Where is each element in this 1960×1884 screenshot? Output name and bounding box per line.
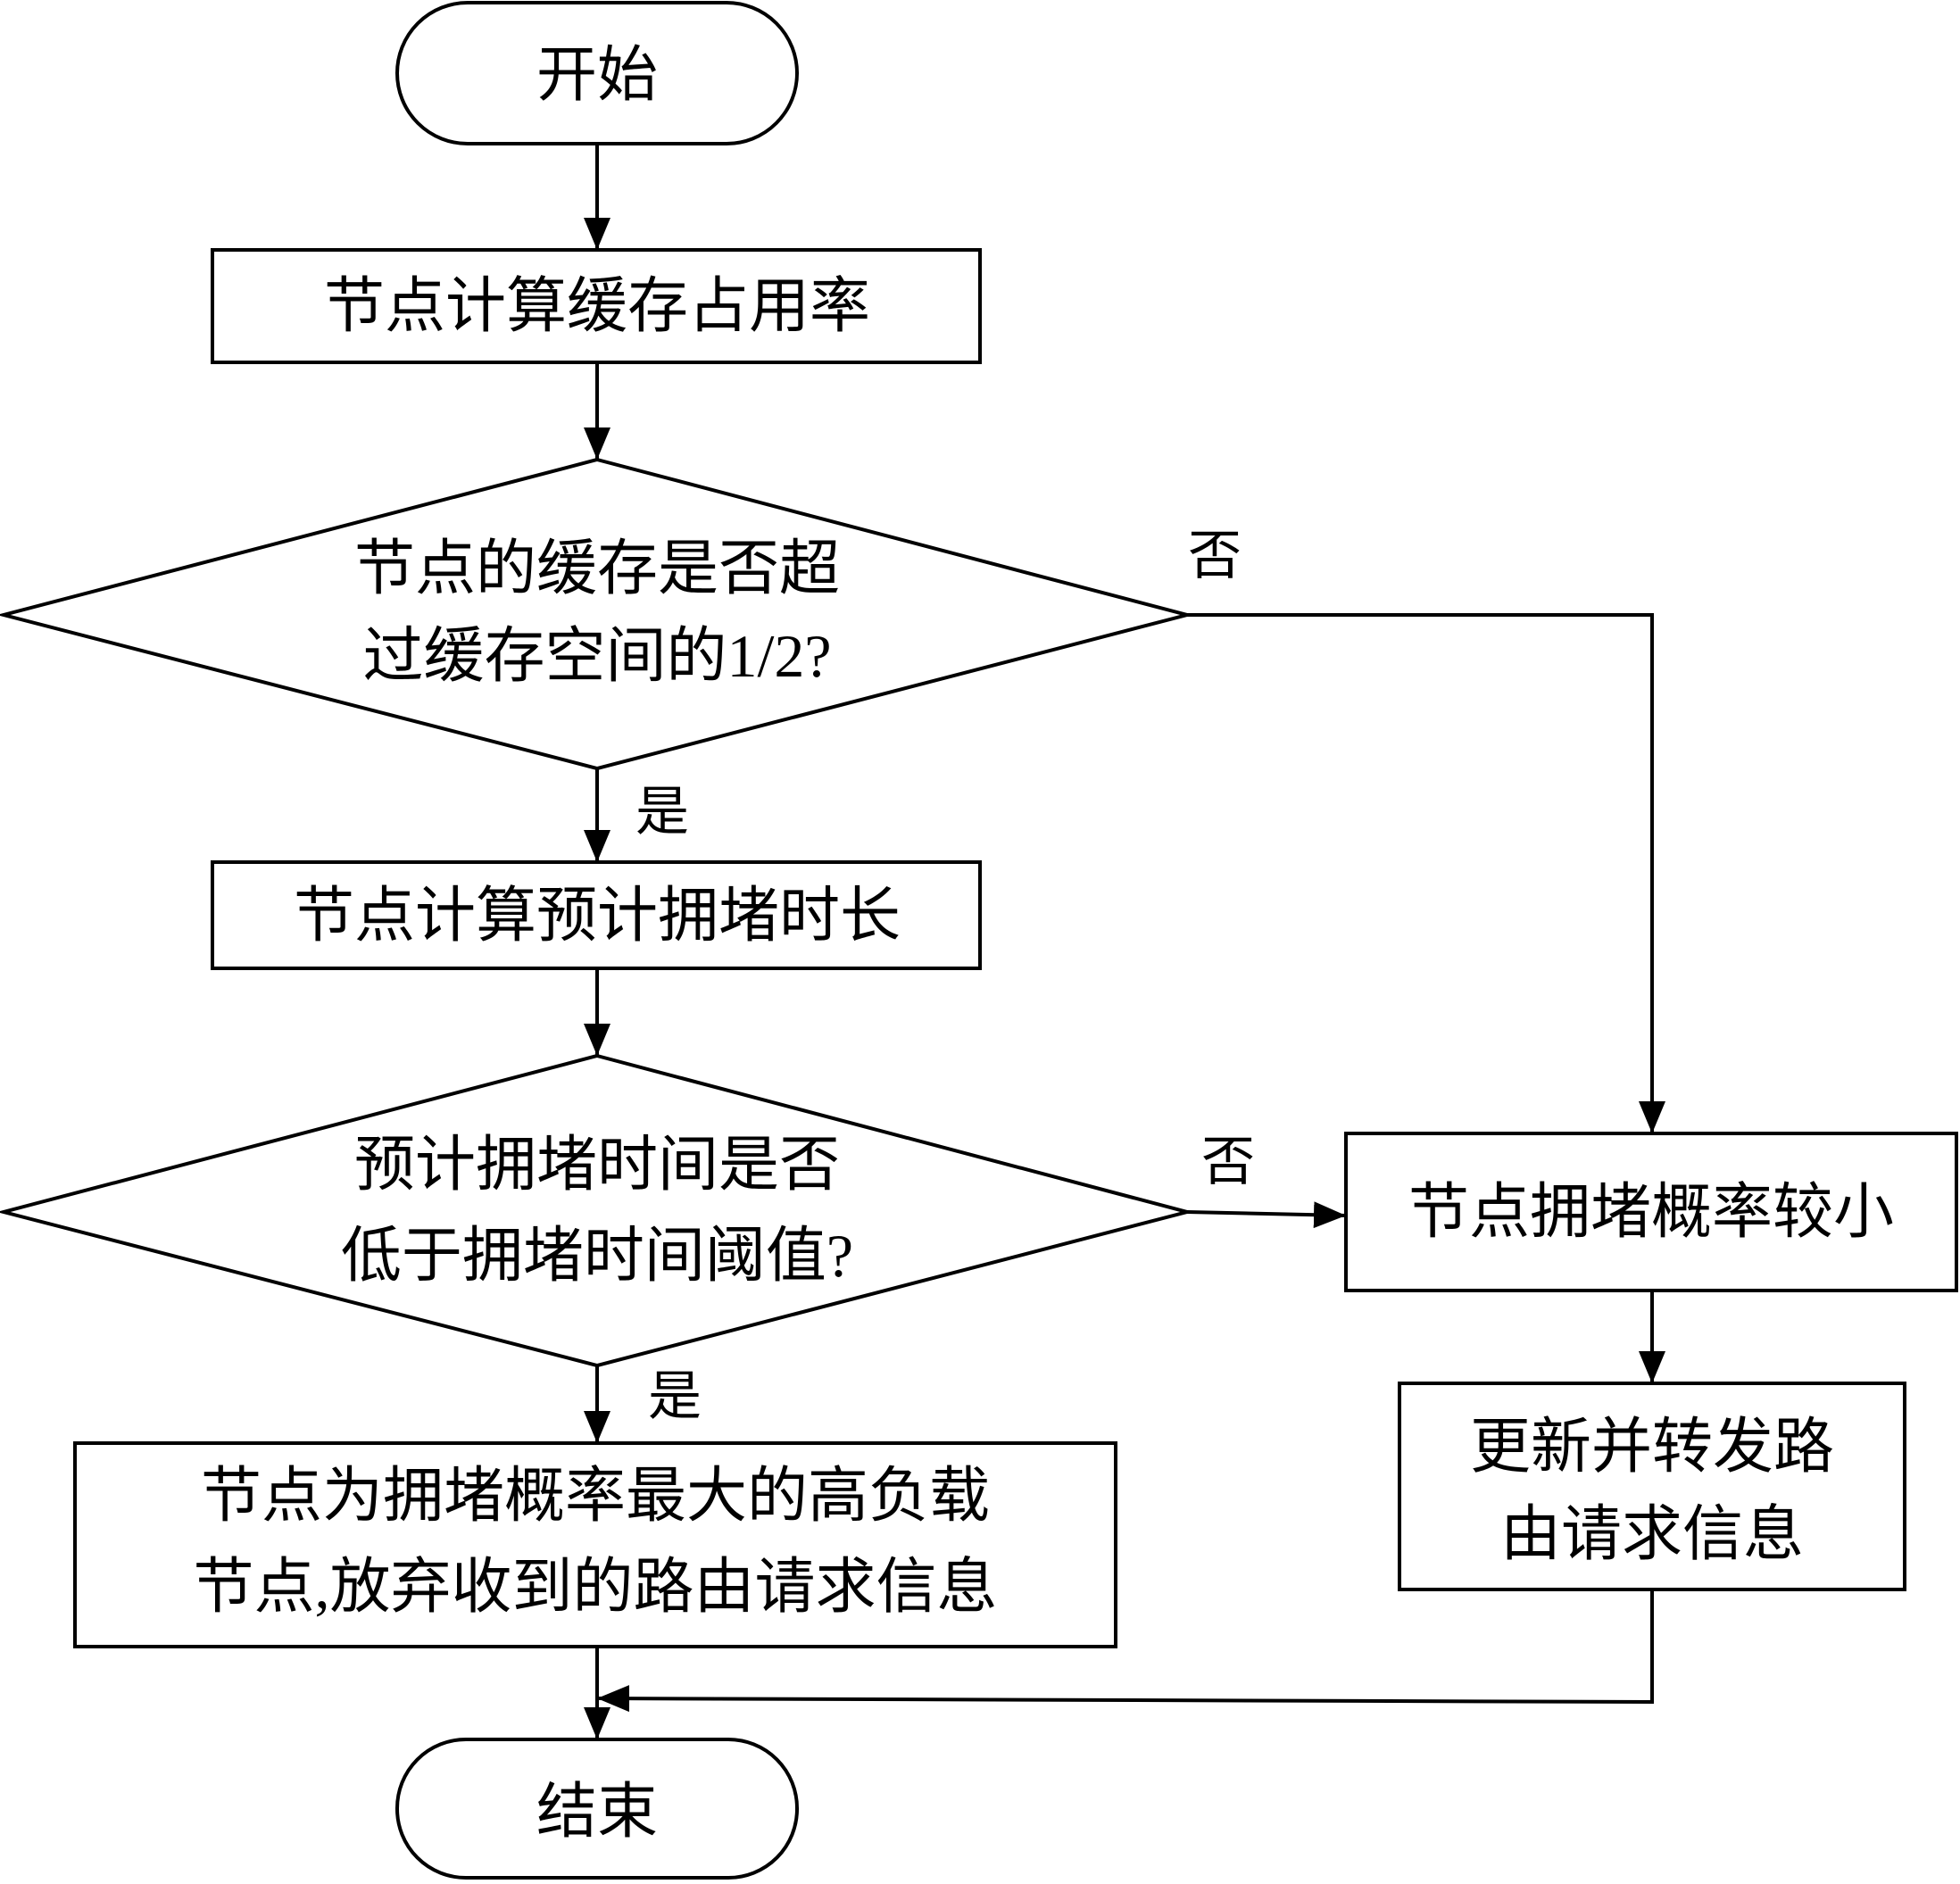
update-forward-line-2: 由请求信息	[1500, 1500, 1804, 1568]
high-load-box	[73, 1441, 1117, 1648]
yes-label-2: 是	[648, 1367, 702, 1426]
time-decision-diamond	[0, 1053, 1194, 1368]
no-label-1: 否	[1188, 527, 1242, 585]
low-probability-box	[1344, 1132, 1958, 1292]
low-probability-label: 节点拥堵概率较小	[1408, 1178, 1894, 1246]
update-forward-line-1: 更新并转发路	[1470, 1413, 1834, 1481]
calc-congestion-label: 节点计算预计拥堵时长	[294, 882, 901, 950]
start-terminal	[395, 1, 799, 145]
time-decision-line-1: 预计拥堵时间是否	[354, 1131, 840, 1199]
yes-label-1: 是	[635, 783, 689, 842]
end-label: 结束	[536, 1778, 658, 1846]
buffer-decision-line-2: 过缓存空间的1/2?	[362, 622, 831, 690]
arrow-update-to-end	[596, 1589, 1654, 1713]
arrow-no-time-to-low-probability	[1186, 1201, 1347, 1229]
high-load-line-1: 节点为拥堵概率最大的高负载	[201, 1462, 990, 1530]
calc-occupancy-label: 节点计算缓存占用率	[324, 272, 870, 340]
buffer-decision-line-1: 节点的缓存是否超	[354, 535, 840, 602]
high-load-line-2: 节点,放弃收到的路由请求信息	[193, 1553, 997, 1621]
update-forward-box	[1398, 1382, 1906, 1591]
start-label: 开始	[536, 41, 658, 109]
calc-congestion-box	[211, 860, 982, 970]
no-label-2: 否	[1201, 1133, 1255, 1191]
buffer-decision-diamond	[0, 457, 1194, 771]
arrow-no-to-low-probability	[1187, 613, 1665, 1133]
calc-occupancy-box	[211, 248, 982, 364]
time-decision-line-2: 低于拥堵时间阈值?	[341, 1222, 853, 1290]
end-terminal	[395, 1738, 799, 1880]
